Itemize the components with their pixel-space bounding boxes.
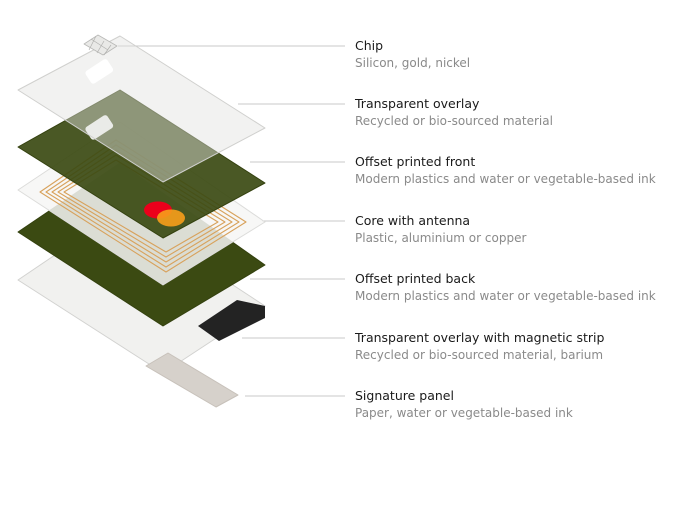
label-magnetic-strip-overlay: Transparent overlay with magnetic strip … — [355, 330, 675, 363]
label-signature-panel: Signature panel Paper, water or vegetabl… — [355, 388, 675, 421]
layer-description: Modern plastics and water or vegetable-b… — [355, 172, 656, 186]
signature-panel — [145, 352, 239, 408]
chip-cutout-overlay — [85, 59, 114, 84]
layer-title: Core with antenna — [355, 213, 471, 228]
layer-description: Modern plastics and water or vegetable-b… — [355, 289, 656, 303]
layer-title: Chip — [355, 38, 384, 53]
layer-title: Signature panel — [355, 388, 454, 403]
layer-title: Offset printed back — [355, 271, 476, 286]
chip-contacts — [88, 35, 112, 56]
layer-description: Plastic, aluminium or copper — [355, 231, 527, 245]
transparent-overlay-card — [17, 35, 266, 183]
layer-title: Transparent overlay — [355, 96, 480, 111]
label-offset-printed-front: Offset printed front Modern plastics and… — [355, 154, 675, 187]
layer-title: Offset printed front — [355, 154, 476, 169]
layer-description: Recycled or bio-sourced material — [355, 114, 553, 128]
chip-cutout-front — [85, 115, 114, 140]
label-transparent-overlay: Transparent overlay Recycled or bio-sour… — [355, 96, 675, 129]
magnetic-strip — [198, 300, 265, 341]
label-offset-printed-back: Offset printed back Modern plastics and … — [355, 271, 675, 304]
leader-lines — [118, 45, 345, 397]
layer-description: Silicon, gold, nickel — [355, 56, 471, 70]
layer-transparent-overlay — [17, 35, 266, 183]
offset-printed-front-card — [17, 89, 266, 239]
layer-description: Recycled or bio-sourced material, barium — [355, 348, 604, 362]
label-core-with-antenna: Core with antenna Plastic, aluminium or … — [355, 213, 675, 246]
label-chip: Chip Silicon, gold, nickel — [355, 38, 675, 71]
mastercard-logo — [144, 201, 185, 227]
layer-offset-printed-front — [17, 89, 266, 239]
layer-description: Paper, water or vegetable-based ink — [355, 406, 573, 420]
chip — [83, 34, 118, 56]
layer-title: Transparent overlay with magnetic strip — [355, 330, 605, 345]
mastercard-orange-circle — [157, 209, 185, 227]
